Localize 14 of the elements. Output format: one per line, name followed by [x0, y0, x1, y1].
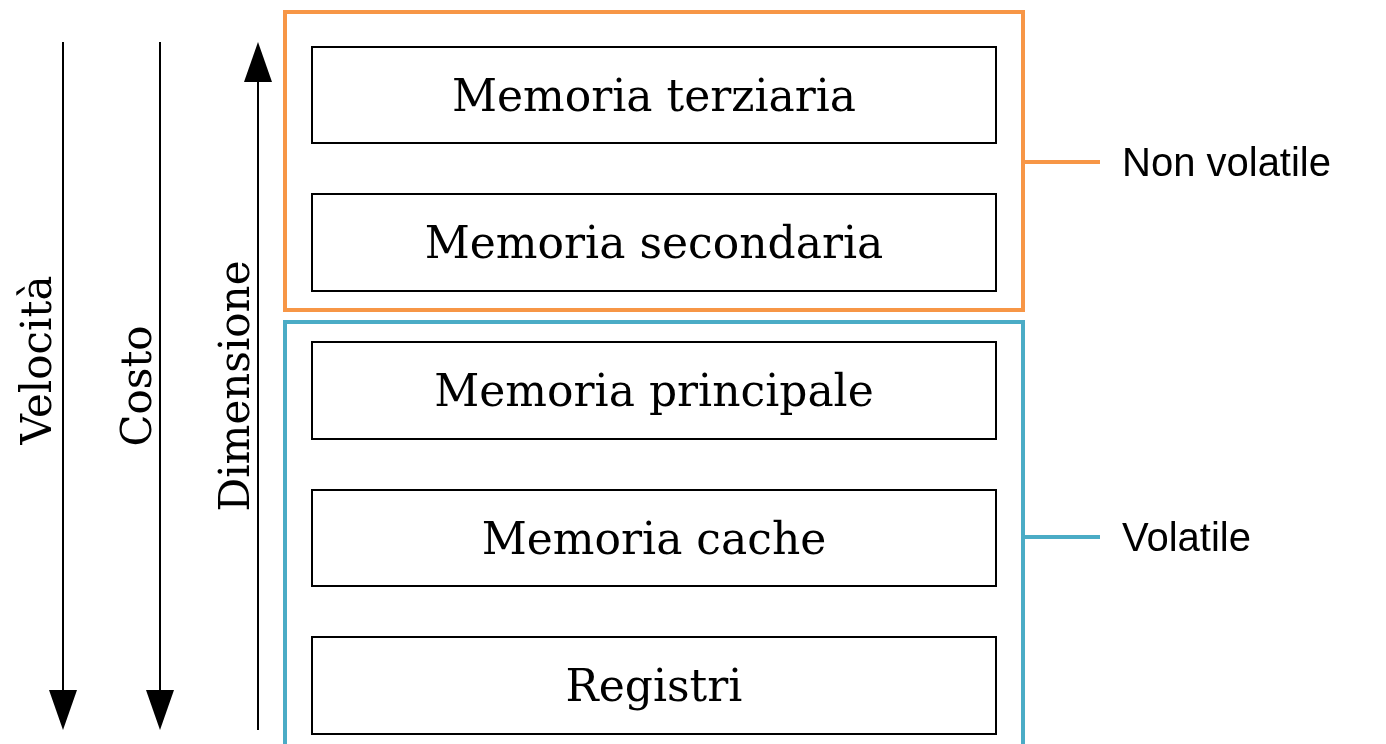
group-frame	[283, 320, 1025, 744]
axis-label: Velocità	[11, 275, 61, 445]
memory-level-box: Registri	[311, 636, 997, 735]
memory-level-box: Memoria secondaria	[311, 193, 997, 292]
group-label: Volatile	[1100, 505, 1386, 569]
axis-label: Dimensione	[209, 260, 259, 512]
memory-level-box: Memoria terziaria	[311, 46, 997, 144]
group-label: Non volatile	[1100, 130, 1386, 194]
leader-line	[1025, 535, 1100, 539]
memory-level-box: Memoria principale	[311, 341, 997, 440]
memory-level-box: Memoria cache	[311, 489, 997, 587]
leader-line	[1025, 160, 1100, 164]
group-frame	[283, 10, 1025, 312]
axis-label: Costo	[111, 325, 161, 447]
